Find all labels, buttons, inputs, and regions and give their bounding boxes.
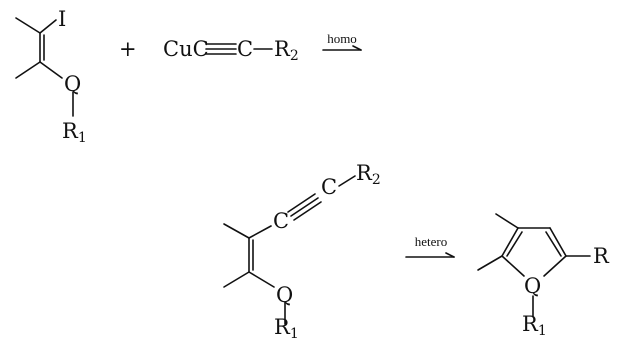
prod-ring-right-bond-a — [549, 227, 567, 257]
int-triple-bond-a — [290, 197, 319, 217]
arrow-hetero-label: hetero — [415, 234, 447, 249]
arrow-hetero-head — [445, 252, 455, 258]
intermediate: C C R2 Q R1 — [223, 161, 381, 341]
heteroatom-q-label: Q — [64, 72, 81, 96]
prod-ring-bottom-left-bond — [501, 255, 525, 277]
bond-methyl-upper — [15, 17, 41, 34]
int-triple-bond-b — [287, 193, 316, 213]
arrow-homo-label: homo — [327, 31, 357, 46]
int-bond-methyl-upper — [223, 223, 250, 239]
iodine-label: I — [58, 7, 66, 31]
carbon-label: C — [237, 37, 253, 61]
reactant-2: CuC C R2 — [163, 37, 299, 64]
int-substituent-r1-label: R1 — [274, 315, 299, 341]
int-bond-to-heteroatom — [248, 271, 275, 288]
arrow-homo-head — [352, 45, 362, 51]
bond-to-iodine — [39, 19, 57, 34]
prod-ring-bottom-right-bond — [543, 255, 567, 277]
prod-methyl-lower — [477, 255, 503, 271]
substituent-r1-label: R1 — [62, 119, 87, 146]
prod-heteroatom-q-label: Q — [524, 274, 541, 298]
prod-methyl-upper — [495, 213, 519, 229]
prod-substituent-r1-label: R1 — [522, 312, 547, 339]
bond-to-heteroatom — [39, 61, 63, 79]
int-carbon-top-label: C — [273, 209, 289, 233]
arrow-hetero: hetero — [405, 234, 455, 258]
prod-substituent-r-label: R — [593, 244, 610, 268]
int-bond-to-r2 — [338, 175, 356, 187]
prod-ring-left-bond-b — [506, 231, 523, 257]
prod-ring-left-bond-a — [501, 227, 519, 257]
copper-carbon-label: CuC — [163, 37, 209, 61]
reactant-1: I Q R1 — [15, 7, 87, 146]
substituent-r2-label: R2 — [274, 37, 299, 64]
int-bond-to-alkyne — [248, 225, 272, 239]
plus-sign: + — [119, 37, 137, 61]
prod-ring-right-bond-b — [545, 231, 562, 257]
int-heteroatom-q-label: Q — [276, 283, 293, 307]
int-carbon-right-label: C — [321, 175, 337, 199]
int-bond-methyl-lower — [223, 271, 250, 288]
int-substituent-r2-label: R2 — [356, 161, 381, 188]
bond-methyl-lower — [15, 61, 41, 79]
arrow-homo: homo — [322, 31, 362, 51]
int-triple-bond-c — [293, 201, 322, 221]
product: Q R R1 — [477, 213, 610, 339]
